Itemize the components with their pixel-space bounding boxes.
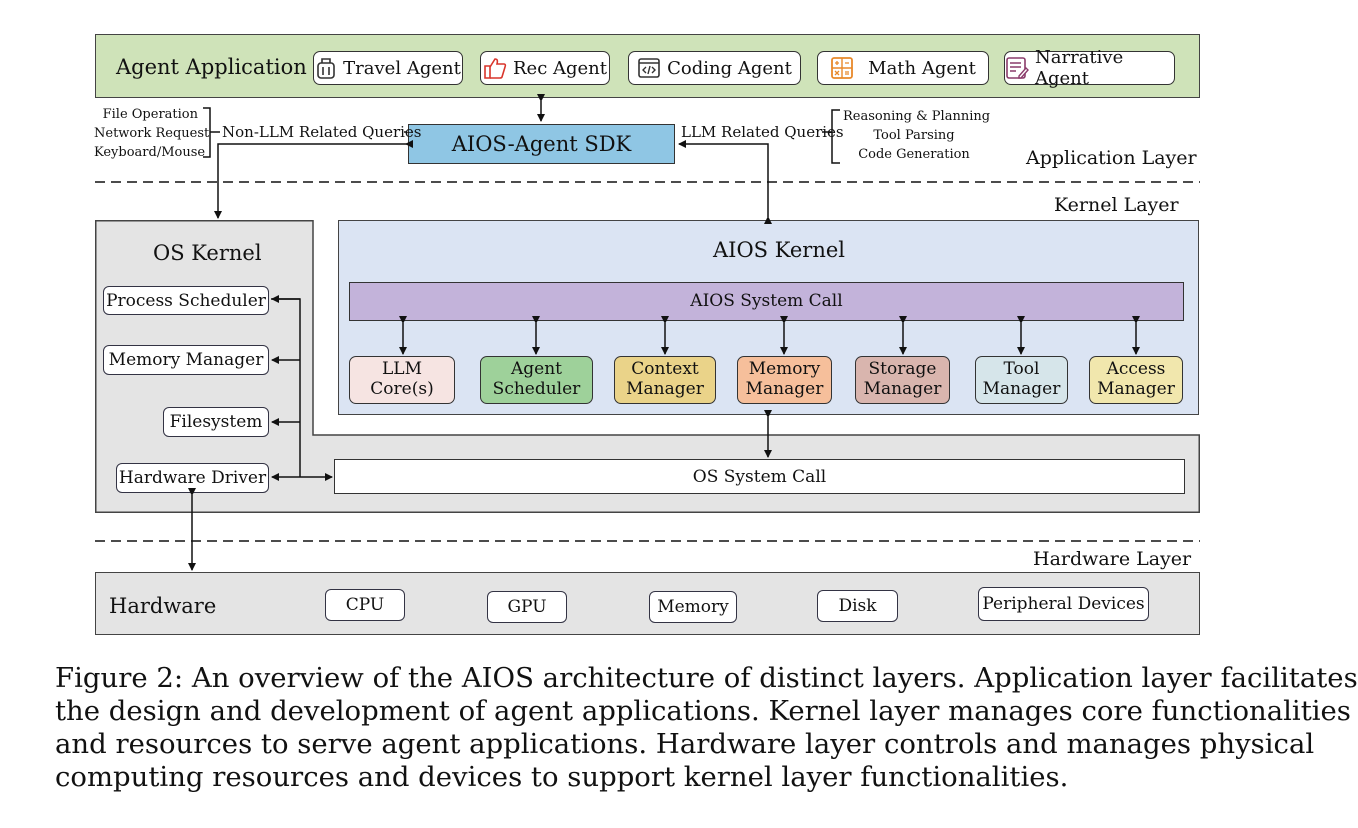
access-manager-module: Access Manager — [1089, 356, 1183, 404]
aios-kernel-title: AIOS Kernel — [713, 238, 845, 262]
caption-line: computing resources and devices to suppo… — [55, 761, 1069, 793]
hardware-title: Hardware — [109, 594, 217, 618]
module-label-line1: Memory — [748, 359, 821, 380]
disk-label: Disk — [838, 596, 877, 616]
os-kernel-panel — [95, 220, 1200, 513]
travel-agent-label: Travel Agent — [343, 57, 461, 79]
aios-agent-sdk-box: AIOS-Agent SDK — [408, 124, 675, 164]
math-agent-label: Math Agent — [868, 57, 976, 79]
hardware-driver-label: Hardware Driver — [118, 468, 267, 488]
memory-label: Memory — [657, 597, 729, 617]
agent-scheduler-module: Agent Scheduler — [480, 356, 593, 404]
non-llm-items-list: File Operation Network Request Keyboard/… — [94, 106, 210, 163]
module-label-line1: Access — [1106, 359, 1166, 380]
disk-box: Disk — [817, 590, 898, 622]
non-llm-item: File Operation — [102, 107, 198, 122]
os-system-call-label: OS System Call — [692, 466, 827, 487]
luggage-icon — [317, 58, 335, 79]
document-pen-icon — [1006, 57, 1029, 79]
module-label-line2: Manager — [982, 379, 1061, 399]
thumbs-up-icon — [484, 58, 507, 79]
non-llm-item: Network Request — [94, 125, 210, 141]
connector-lines — [95, 94, 1200, 571]
application-layer-label: Application Layer — [1026, 147, 1197, 169]
llm-item: Reasoning & Planning — [843, 109, 991, 124]
figure-caption: Figure 2: An overview of the AIOS archit… — [55, 662, 1358, 794]
module-label-line2: Manager — [863, 379, 942, 399]
non-llm-queries-label: Non-LLM Related Queries — [222, 123, 422, 141]
memory-manager-module: Memory Manager — [737, 356, 832, 404]
narrative-agent-chip: Narrative Agent — [1004, 47, 1175, 89]
peripheral-devices-box: Peripheral Devices — [978, 587, 1149, 621]
rec-agent-label: Rec Agent — [512, 57, 607, 79]
process-scheduler-label: Process Scheduler — [106, 290, 266, 311]
caption-line: Figure 2: An overview of the AIOS archit… — [55, 662, 1358, 694]
module-label-line1: Context — [631, 359, 699, 380]
coding-agent-chip: Coding Agent — [628, 51, 801, 85]
caption-line: and resources to serve agent application… — [55, 728, 1315, 760]
non-llm-item: Keyboard/Mouse — [94, 144, 206, 160]
module-label-line1: Storage — [868, 359, 937, 380]
cpu-box: CPU — [325, 589, 405, 621]
module-label-line1: Agent — [511, 359, 562, 380]
aios-system-call-label: AIOS System Call — [690, 290, 843, 311]
sdk-label: AIOS-Agent SDK — [451, 131, 632, 156]
cpu-label: CPU — [345, 595, 385, 615]
hardware-layer-label: Hardware Layer — [1033, 548, 1192, 570]
coding-agent-label: Coding Agent — [667, 57, 792, 79]
llm-items-list: Reasoning & Planning Tool Parsing Code G… — [843, 108, 991, 165]
peripheral-devices-label: Peripheral Devices — [982, 594, 1145, 614]
math-agent-chip: Math Agent — [817, 51, 989, 85]
rec-agent-chip: Rec Agent — [480, 51, 610, 85]
os-system-call-box: OS System Call — [334, 459, 1185, 494]
aios-system-call-bar: AIOS System Call — [349, 282, 1184, 321]
module-label-line1: LLM — [382, 359, 422, 380]
code-window-icon — [638, 58, 660, 78]
module-label-line2: Core(s) — [370, 379, 434, 399]
agent-application-title: Agent Application — [116, 55, 307, 79]
llm-queries-label: LLM Related Queries — [681, 123, 844, 141]
module-label-line2: Manager — [1097, 379, 1175, 399]
os-memory-manager-label: Memory Manager — [108, 350, 264, 370]
os-kernel-title: OS Kernel — [153, 241, 262, 265]
module-label-line2: Manager — [626, 379, 704, 399]
caption-line: the design and development of agent appl… — [55, 695, 1351, 727]
context-manager-module: Context Manager — [614, 356, 716, 404]
process-scheduler-box: Process Scheduler — [103, 286, 269, 315]
filesystem-label: Filesystem — [169, 412, 263, 432]
module-label-line1: Tool — [1003, 359, 1040, 380]
memory-manager-box: Memory Manager — [103, 345, 269, 375]
memory-box: Memory — [649, 591, 737, 623]
calculator-icon — [831, 57, 854, 79]
filesystem-box: Filesystem — [163, 407, 269, 437]
module-label-line2: Manager — [745, 379, 824, 399]
module-label-line2: Scheduler — [492, 379, 581, 399]
tool-manager-module: Tool Manager — [975, 356, 1068, 404]
gpu-label: GPU — [507, 597, 547, 617]
llm-item: Tool Parsing — [873, 127, 955, 143]
llm-item: Code Generation — [858, 146, 970, 162]
gpu-box: GPU — [487, 591, 567, 623]
llm-core-module: LLM Core(s) — [349, 356, 455, 404]
narrative-agent-label: Narrative Agent — [1035, 47, 1124, 89]
kernel-layer-label: Kernel Layer — [1054, 194, 1179, 216]
storage-manager-module: Storage Manager — [855, 356, 950, 404]
travel-agent-chip: Travel Agent — [313, 51, 463, 85]
